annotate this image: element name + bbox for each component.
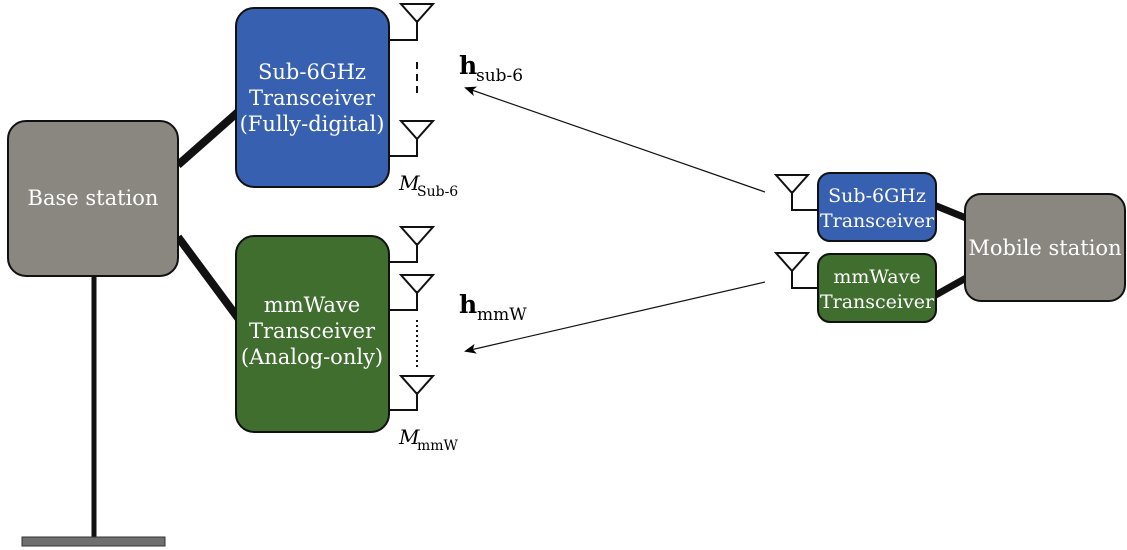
m-sub6-symbol: M [398, 171, 420, 195]
m-sub6-subscript: Sub-6 [417, 184, 458, 200]
m-mmw-symbol: M [398, 425, 420, 449]
antenna-icon [389, 274, 436, 311]
h-sub6-symbol: h [459, 51, 477, 80]
bs-connections [174, 109, 242, 321]
bs-mmwave-line3: (Analog-only) [241, 345, 383, 369]
ms-mmwave-line1: mmWave [833, 266, 920, 288]
antenna-icon [389, 120, 436, 157]
arrow-icon [464, 281, 766, 354]
h-mmw-symbol: h [459, 290, 477, 319]
ms-sub6-line2: Transceiver [820, 210, 935, 232]
mast-icon [21, 275, 166, 547]
bs-sub6-line3: (Fully-digital) [240, 112, 385, 136]
bs-mmwave-antennas: M mmW [389, 226, 459, 454]
antenna-icon [389, 375, 436, 411]
bs-mmwave-transceiver: mmWave Transceiver (Analog-only) [235, 235, 390, 433]
mobile-station: Mobile station [964, 193, 1126, 302]
base-station: Base station [7, 120, 179, 277]
h-mmw-subscript: mmW [477, 305, 527, 325]
ms-mmwave-line2: Transceiver [820, 291, 935, 313]
base-station-label: Base station [28, 186, 159, 210]
bs-mmwave-line2: Transceiver [249, 319, 376, 343]
ms-connections [932, 201, 968, 300]
antenna-icon [773, 174, 818, 211]
antenna-icon [389, 226, 436, 263]
m-mmw-subscript: mmW [417, 438, 459, 454]
arrow-icon [464, 86, 766, 193]
ms-sub6-transceiver: Sub-6GHz Transceiver [817, 172, 937, 242]
channel-label-sub6: h sub-6 [459, 51, 523, 86]
ms-mmwave-transceiver: mmWave Transceiver [817, 253, 937, 323]
mobile-station-label: Mobile station [968, 236, 1121, 260]
bs-sub6-antennas: M Sub-6 [389, 3, 458, 200]
bs-sub6-line2: Transceiver [249, 86, 376, 110]
antenna-icon [773, 252, 818, 289]
ms-sub6-line1: Sub-6GHz [828, 185, 926, 207]
antenna-icon [389, 3, 436, 41]
channel-label-mmw: h mmW [459, 290, 527, 325]
bs-sub6-line1: Sub-6GHz [258, 60, 366, 84]
bs-sub6-transceiver: Sub-6GHz Transceiver (Fully-digital) [235, 7, 390, 188]
h-sub6-subscript: sub-6 [476, 66, 523, 86]
bs-mmwave-line1: mmWave [264, 293, 360, 317]
